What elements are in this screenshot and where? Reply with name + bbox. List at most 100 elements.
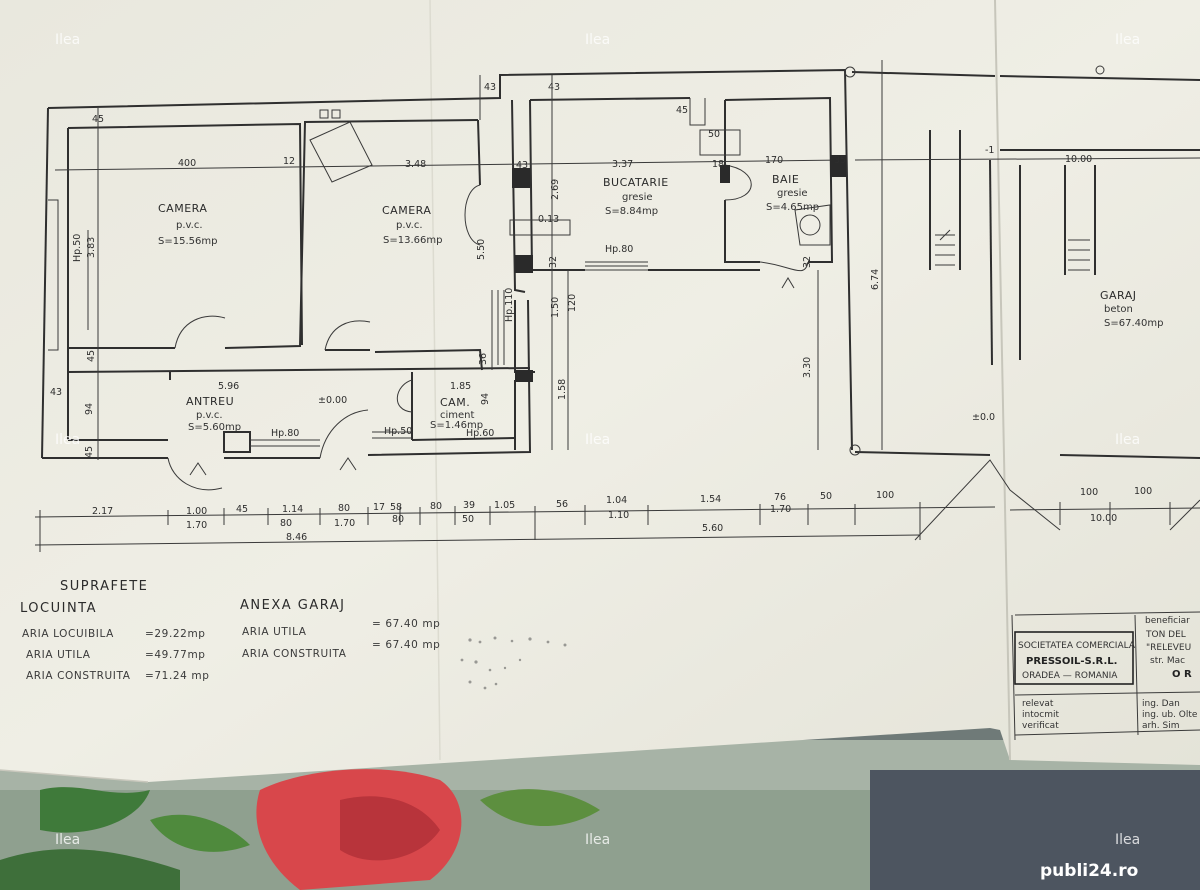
- room-name: BUCATARIE: [603, 176, 669, 189]
- dimension-label: 1.10: [608, 510, 629, 521]
- dimension-label: 39: [463, 500, 475, 511]
- role-label: intocmit: [1022, 710, 1059, 720]
- room-name: CAMERA: [158, 202, 207, 215]
- dimension-label: 170: [765, 155, 783, 166]
- vertical-dimensions: 3.83 Hp.50 2.69 5.50 1.50 120 1.58 3.30 …: [72, 179, 881, 458]
- client-line: "RELEVEU: [1146, 643, 1191, 653]
- dimension-chain-top: 2.17 1.00 45 1.14 80 17 58 80 39 1.05 56…: [92, 486, 1152, 517]
- dimension-label: 100: [1134, 486, 1152, 497]
- dimension-chain-total: 8.46 5.60: [286, 523, 723, 543]
- dimension-label: 0.13: [538, 214, 559, 225]
- dimension-label: ±0.00: [318, 395, 347, 406]
- dimension-label: 17: [373, 502, 385, 513]
- dimension-label: 50: [820, 491, 832, 502]
- dimension-label: 6.74: [870, 269, 881, 290]
- dimension-label: 3.48: [405, 159, 426, 170]
- paper-sheet: [0, 0, 1200, 783]
- dimension-label: 1.70: [770, 504, 791, 515]
- watermark: Ilea: [585, 832, 610, 848]
- watermark: Ilea: [1115, 832, 1140, 848]
- dimension-label: 1.58: [557, 379, 568, 400]
- faded-stamp: [460, 636, 567, 690]
- dimension-label: 58: [390, 502, 402, 513]
- room-area: S=4.65mp: [766, 202, 819, 213]
- watermark: Ilea: [1115, 32, 1140, 48]
- room-area: S=67.40mp: [1104, 318, 1163, 329]
- person-label: arh. Sim: [1142, 721, 1179, 731]
- watermark: Ilea: [585, 32, 610, 48]
- summary-label: ARIA LOCUIBILA: [22, 628, 114, 640]
- dimension-label: 35: [834, 155, 846, 166]
- room-finish: ciment: [440, 410, 475, 421]
- dimension-label: 50: [708, 129, 720, 140]
- dimension-label: ±0.0: [972, 412, 995, 423]
- site-logo[interactable]: publi24.ro: [1040, 861, 1138, 881]
- dimension-label: 1.70: [186, 520, 207, 531]
- dimension-label: 3.83: [86, 237, 97, 258]
- dimension-label: 1.85: [450, 381, 471, 392]
- wall-fill: [512, 155, 846, 382]
- company-name: PRESSOIL-S.R.L.: [1026, 656, 1117, 667]
- summary-label: ARIA UTILA: [242, 626, 307, 638]
- watermarks: Ilea Ilea Ilea Ilea Ilea Ilea Ilea Ilea …: [55, 32, 1140, 848]
- person-label: ing. Dan: [1142, 699, 1180, 709]
- dimension-label: 2.17: [92, 506, 113, 517]
- area-summary: SUPRAFETE LOCUINTA ARIA LOCUIBILA =29.22…: [20, 579, 440, 682]
- dimension-label: 1.05: [494, 500, 515, 511]
- dimension-label: 1.04: [606, 495, 627, 506]
- role-label: verificat: [1022, 721, 1059, 731]
- room-finish: p.v.c.: [196, 410, 223, 421]
- summary-value: =49.77mp: [145, 649, 206, 661]
- room-finish: gresie: [777, 188, 808, 199]
- dimension-label: 12: [283, 156, 295, 167]
- dimension-label: 94: [480, 393, 491, 405]
- dimension-label: Hp.50: [72, 234, 83, 262]
- person-label: ing. ub. Olte: [1142, 710, 1198, 720]
- opening-label: Hp.60: [466, 428, 494, 439]
- dimension-label: 18: [712, 159, 724, 170]
- room-name: GARAJ: [1100, 289, 1137, 302]
- interior-dimensions: 400 12 3.48 3.37 170 35 43 43 43 43 45 5…: [50, 82, 1092, 423]
- dimension-label: 100: [876, 490, 894, 501]
- watermark: Ilea: [55, 432, 80, 448]
- floor-plan-walls: [41, 68, 1200, 459]
- dimension-label: 32: [802, 256, 813, 268]
- summary-heading-locuinta: LOCUINTA: [20, 601, 97, 616]
- room-finish: beton: [1104, 304, 1133, 315]
- dimension-label: 5.60: [702, 523, 723, 534]
- title-block: SOCIETATEA COMERCIALA PRESSOIL-S.R.L. OR…: [1018, 616, 1198, 731]
- watermark: Ilea: [1115, 432, 1140, 448]
- dimension-label: 100: [1080, 487, 1098, 498]
- dimension-label: 45: [236, 504, 248, 515]
- client-line: TON DEL: [1145, 630, 1186, 640]
- room-labels: CAMERA p.v.c. S=15.56mp CAMERA p.v.c. S=…: [158, 173, 1163, 433]
- dimension-label: 43: [50, 387, 62, 398]
- drafting-details: [34, 60, 1200, 741]
- dimension-label: 3.37: [612, 159, 633, 170]
- room-area: S=13.66mp: [383, 235, 442, 246]
- dimension-label: 400: [178, 158, 196, 169]
- dimension-label: 80: [338, 503, 350, 514]
- dimension-label: 10.00: [1090, 513, 1117, 524]
- dimension-label: 80: [392, 514, 404, 525]
- dimension-label: 56: [556, 499, 568, 510]
- dimension-label: Hp.110: [504, 288, 515, 322]
- room-name: CAMERA: [382, 204, 431, 217]
- dimension-label: 2.69: [550, 179, 561, 200]
- dimension-label: 80: [430, 501, 442, 512]
- dimension-label: 76: [774, 492, 786, 503]
- dimension-label: -1: [985, 145, 994, 156]
- room-name: ANTREU: [186, 395, 234, 408]
- dimension-label: 5.96: [218, 381, 239, 392]
- client-line: O R: [1172, 669, 1192, 680]
- dimension-label: 1.00: [186, 506, 207, 517]
- summary-label: ARIA UTILA: [26, 649, 91, 661]
- dimension-label: 1.50: [550, 297, 561, 318]
- summary-value: =71.24 mp: [145, 670, 210, 682]
- dimension-label: 32: [548, 256, 559, 268]
- dimension-label: 8.46: [286, 532, 307, 543]
- summary-label: ARIA CONSTRUITA: [242, 648, 347, 660]
- summary-value: = 67.40 mp: [372, 618, 440, 630]
- dimension-label: 45: [92, 114, 104, 125]
